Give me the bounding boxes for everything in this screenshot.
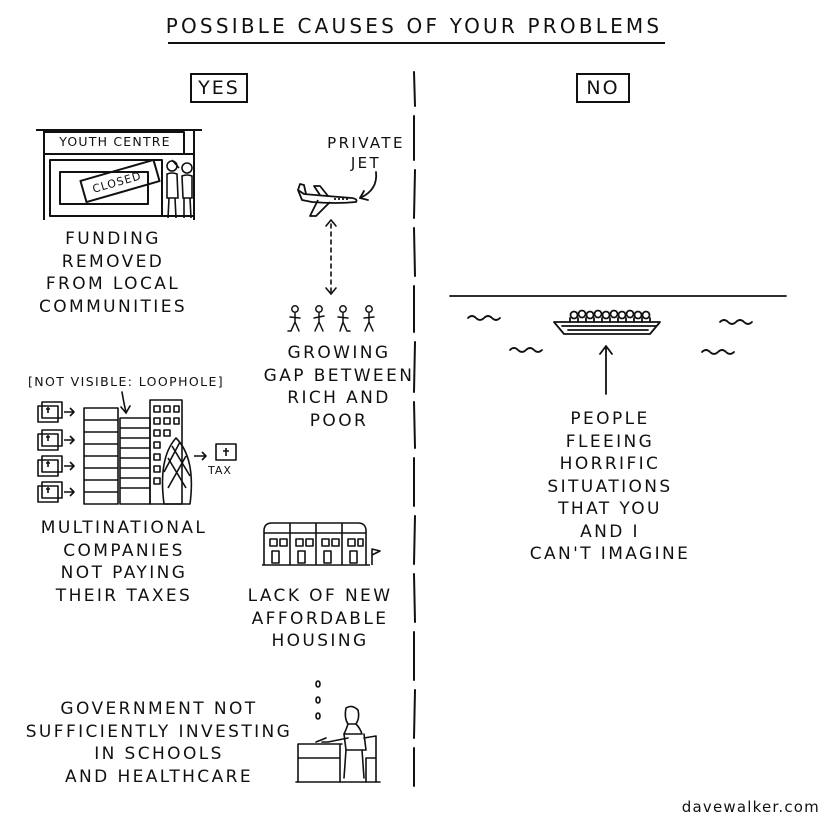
yes-column-header: YES xyxy=(190,73,248,103)
multinational-skyline-illustration xyxy=(34,398,254,506)
private-jet-icon xyxy=(296,180,360,220)
column-divider xyxy=(408,70,420,790)
title-underline xyxy=(168,42,665,44)
no-column-header: NO xyxy=(576,73,630,103)
sea-and-boat-illustration xyxy=(448,290,790,400)
private-jet-label: PRIVATE JET xyxy=(327,134,405,172)
leaking-classroom-illustration xyxy=(296,678,380,788)
artist-signature: davewalker.com xyxy=(681,798,820,816)
youth-centre-illustration xyxy=(36,128,206,223)
tax-label: TAX xyxy=(208,464,232,477)
gap-dashed-arrow xyxy=(324,218,338,298)
funding-caption: FUNDING REMOVED FROM LOCAL COMMUNITIES xyxy=(38,229,188,317)
youth-centre-sign: YOUTH CENTRE xyxy=(59,134,171,149)
poor-people-row xyxy=(285,304,381,334)
cartoon-title: POSSIBLE CAUSES OF YOUR PROBLEMS xyxy=(165,14,663,38)
multinational-caption: MULTINATIONAL COMPANIES NOT PAYING THEIR… xyxy=(40,518,208,606)
housing-caption: LACK OF NEW AFFORDABLE HOUSING xyxy=(247,586,393,651)
jet-label-arrow xyxy=(352,170,382,202)
government-caption: GOVERNMENT NOT SUFFICIENTLY INVESTING IN… xyxy=(25,699,293,787)
growing-gap-caption: GROWING GAP BETWEEN RICH AND POOR xyxy=(263,343,415,431)
people-fleeing-caption: PEOPLE FLEEING HORRIFIC SITUATIONS THAT … xyxy=(529,409,691,564)
loophole-label: [NOT VISIBLE: LOOPHOLE] xyxy=(28,374,225,389)
loophole-arrow xyxy=(116,390,136,416)
terraced-housing-illustration xyxy=(262,519,384,567)
